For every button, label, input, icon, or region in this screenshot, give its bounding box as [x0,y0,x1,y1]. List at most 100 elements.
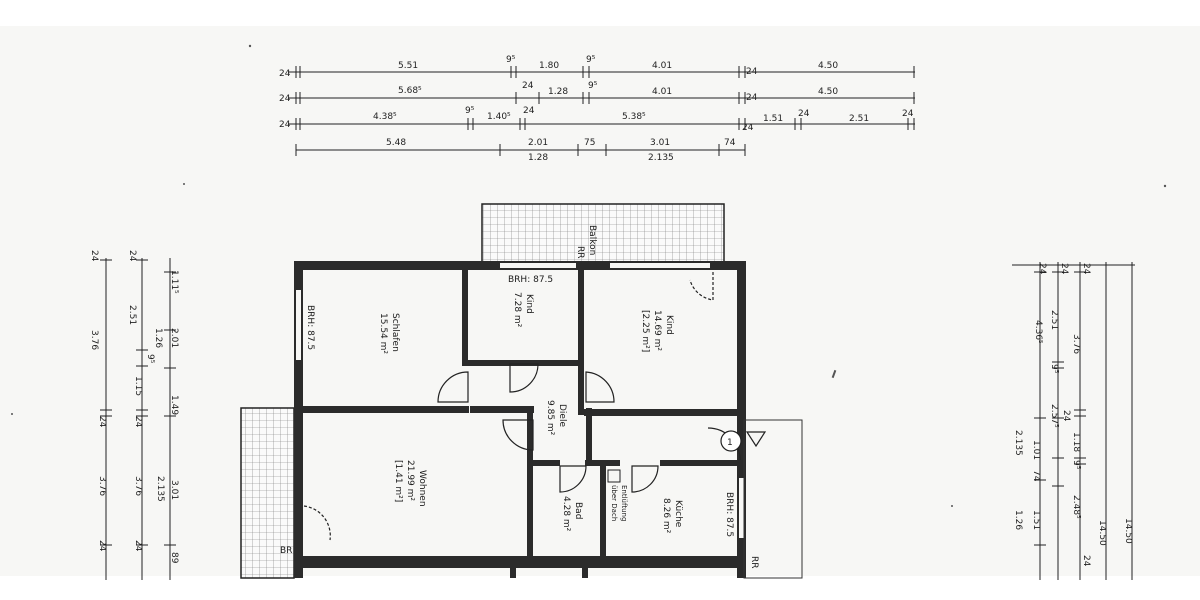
dim-r2-5: 4.01 [652,87,672,97]
dim-r2-6: 24 [746,93,758,103]
wall-kind-right-left [578,360,584,415]
room-diele-area: 9.85 m² [545,400,555,436]
shaft-label-line1: Entlüftung [620,485,628,521]
dim-right-c1-1: 4.36⁵ [1033,320,1043,344]
dim-left-c2-1: 2.51 [127,305,137,325]
dim-right-c3-0: 24 [1081,263,1091,275]
shaft-label-line2: über Dach [610,485,618,521]
floor-plan: 1 Balkon RR Kind 7.28 m² Kind 14.69 m² [… [240,203,803,579]
wall-bad-top-a [530,460,560,466]
dim-right-c3-6: 24 [1081,555,1091,567]
dim-left-c3-1: 2.01 [169,328,179,348]
dim-right-c2-3: 2.57⁵ [1049,404,1059,428]
right-dimension-chains: 4.36⁵ 24 2.135 1.26 24 2.51 9⁵ 2.57⁵ 1.0… [1012,262,1135,580]
dim-r3-8: 24 [798,109,810,119]
door-kueche [631,465,659,493]
dim-r1-0: 24 [279,69,291,79]
dim-right-c2-1: 2.51 [1049,310,1059,330]
room-wohnen-area: 21.99 m² [405,460,415,501]
dim-r1-2: 9⁵ [506,55,516,65]
dim-right-c2-4: 1.01 [1031,440,1041,460]
stair-landing [743,419,803,579]
dim-r1-4: 9⁵ [586,55,596,65]
room-balkon-name: Balkon [587,225,597,255]
dim-r3-4: 24 [523,106,535,116]
dim-r1-3: 1.80 [539,61,559,71]
wall-schlafen-bottom [294,406,469,413]
dim-r3-1: 4.38⁵ [373,112,397,122]
dim-left-c2-3: 1.15 [133,376,143,396]
room-diele-name: Diele [557,404,567,427]
wall-kind-small-bottom [462,360,584,366]
dim-left-c2-5: 3.76 [133,476,143,496]
dim-left-c1-0: 24 [89,250,99,262]
room-kind-small-name: Kind [524,294,534,314]
dim-left-c3-4: 3.01 [169,480,179,500]
room-wohnen-area-extra: [1.41 m²] [393,460,403,502]
balcony-top [481,203,725,263]
dim-left-c3-3: 1.49 [169,395,179,415]
dim-left-c1-4: 24 [97,540,107,552]
brh-left-rr: BR [280,546,292,556]
brh-left-label: BRH: 87.5 [305,305,315,350]
dim-left-c1-3: 3.76 [97,476,107,496]
brh-top-label: BRH: 87.5 [508,275,553,285]
balcony-left [240,407,295,579]
dim-left-c2-6: 24 [133,540,143,552]
dim-left-c3-0: 1.11⁵ [169,270,179,294]
dim-r3-3: 1.40⁵ [487,112,511,122]
dim-r1-1: 5.51 [398,61,418,71]
dim-r3-0: 24 [279,120,291,130]
dim-r2-1: 5.68⁵ [398,86,422,96]
brh-right-label: BRH: 87.5 [724,492,734,537]
door-wohnen [502,419,534,451]
dim-right-c1-3: 1.26 [1013,510,1023,530]
entrance-marker-circle [720,430,742,452]
door-kind-large [585,371,615,403]
dim-right-c4-0: 14.50 [1097,520,1107,546]
dim-r1-5: 4.01 [652,61,672,71]
dim-left-c1-2: 24 [97,416,107,428]
dim-r4-1: 2.01 [528,138,548,148]
dim-left-c3-2: 1.26 [153,328,163,348]
room-bad-name: Bad [573,502,583,519]
dim-left-c3-6: 89 [169,552,179,564]
entrance-arrow-icon [745,431,767,448]
dim-r3-7: 1.51 [763,114,783,124]
dim-right-c3-2: 24 [1061,410,1071,422]
room-bad-area: 4.28 m² [561,496,571,532]
wall-wohnen-right [527,410,533,560]
dim-r2-2: 24 [522,81,534,91]
dim-right-c2-5: 74 [1031,470,1041,482]
entrance-marker-number: 1 [727,438,733,448]
dim-r4-sub-1: 2.135 [648,153,674,163]
dim-r4-sub-0: 1.28 [528,153,548,163]
dim-right-c2-0: 24 [1059,263,1069,275]
brh-right-rr: RR [749,556,759,569]
room-schlafen-name: Schlafen [390,313,400,352]
dim-r2-0: 24 [279,94,291,104]
dim-r2-7: 4.50 [818,87,838,97]
room-kind-large-name: Kind [664,315,674,335]
dim-r3-2: 9⁵ [465,106,475,116]
door-schlafen [437,371,469,403]
dim-right-c3-4: 9⁵ [1071,460,1081,470]
door-balcony-left [303,505,331,541]
wall-diele-top [470,406,534,413]
room-kind-large-area: 14.69 m² [652,310,662,351]
dim-right-c3-1: 3.76 [1071,334,1081,354]
dim-r2-4: 9⁵ [588,81,598,91]
wall-bottom [294,556,746,568]
wall-left [294,261,303,578]
room-balkon-code: RR [575,246,585,259]
dim-right-c2-2: 9⁵ [1049,364,1059,374]
dim-left-c2-4: 24 [133,416,143,428]
dim-r2-3: 1.28 [548,87,568,97]
ventilation-shaft [607,469,621,483]
dim-right-c3-3: 1.18 [1071,432,1081,452]
dim-right-c3-5: 2.48⁵ [1071,495,1081,519]
dim-r4-4: 74 [724,138,736,148]
wall-bad-right [600,460,606,560]
dim-right-c5-0: 14.50 [1123,518,1133,544]
